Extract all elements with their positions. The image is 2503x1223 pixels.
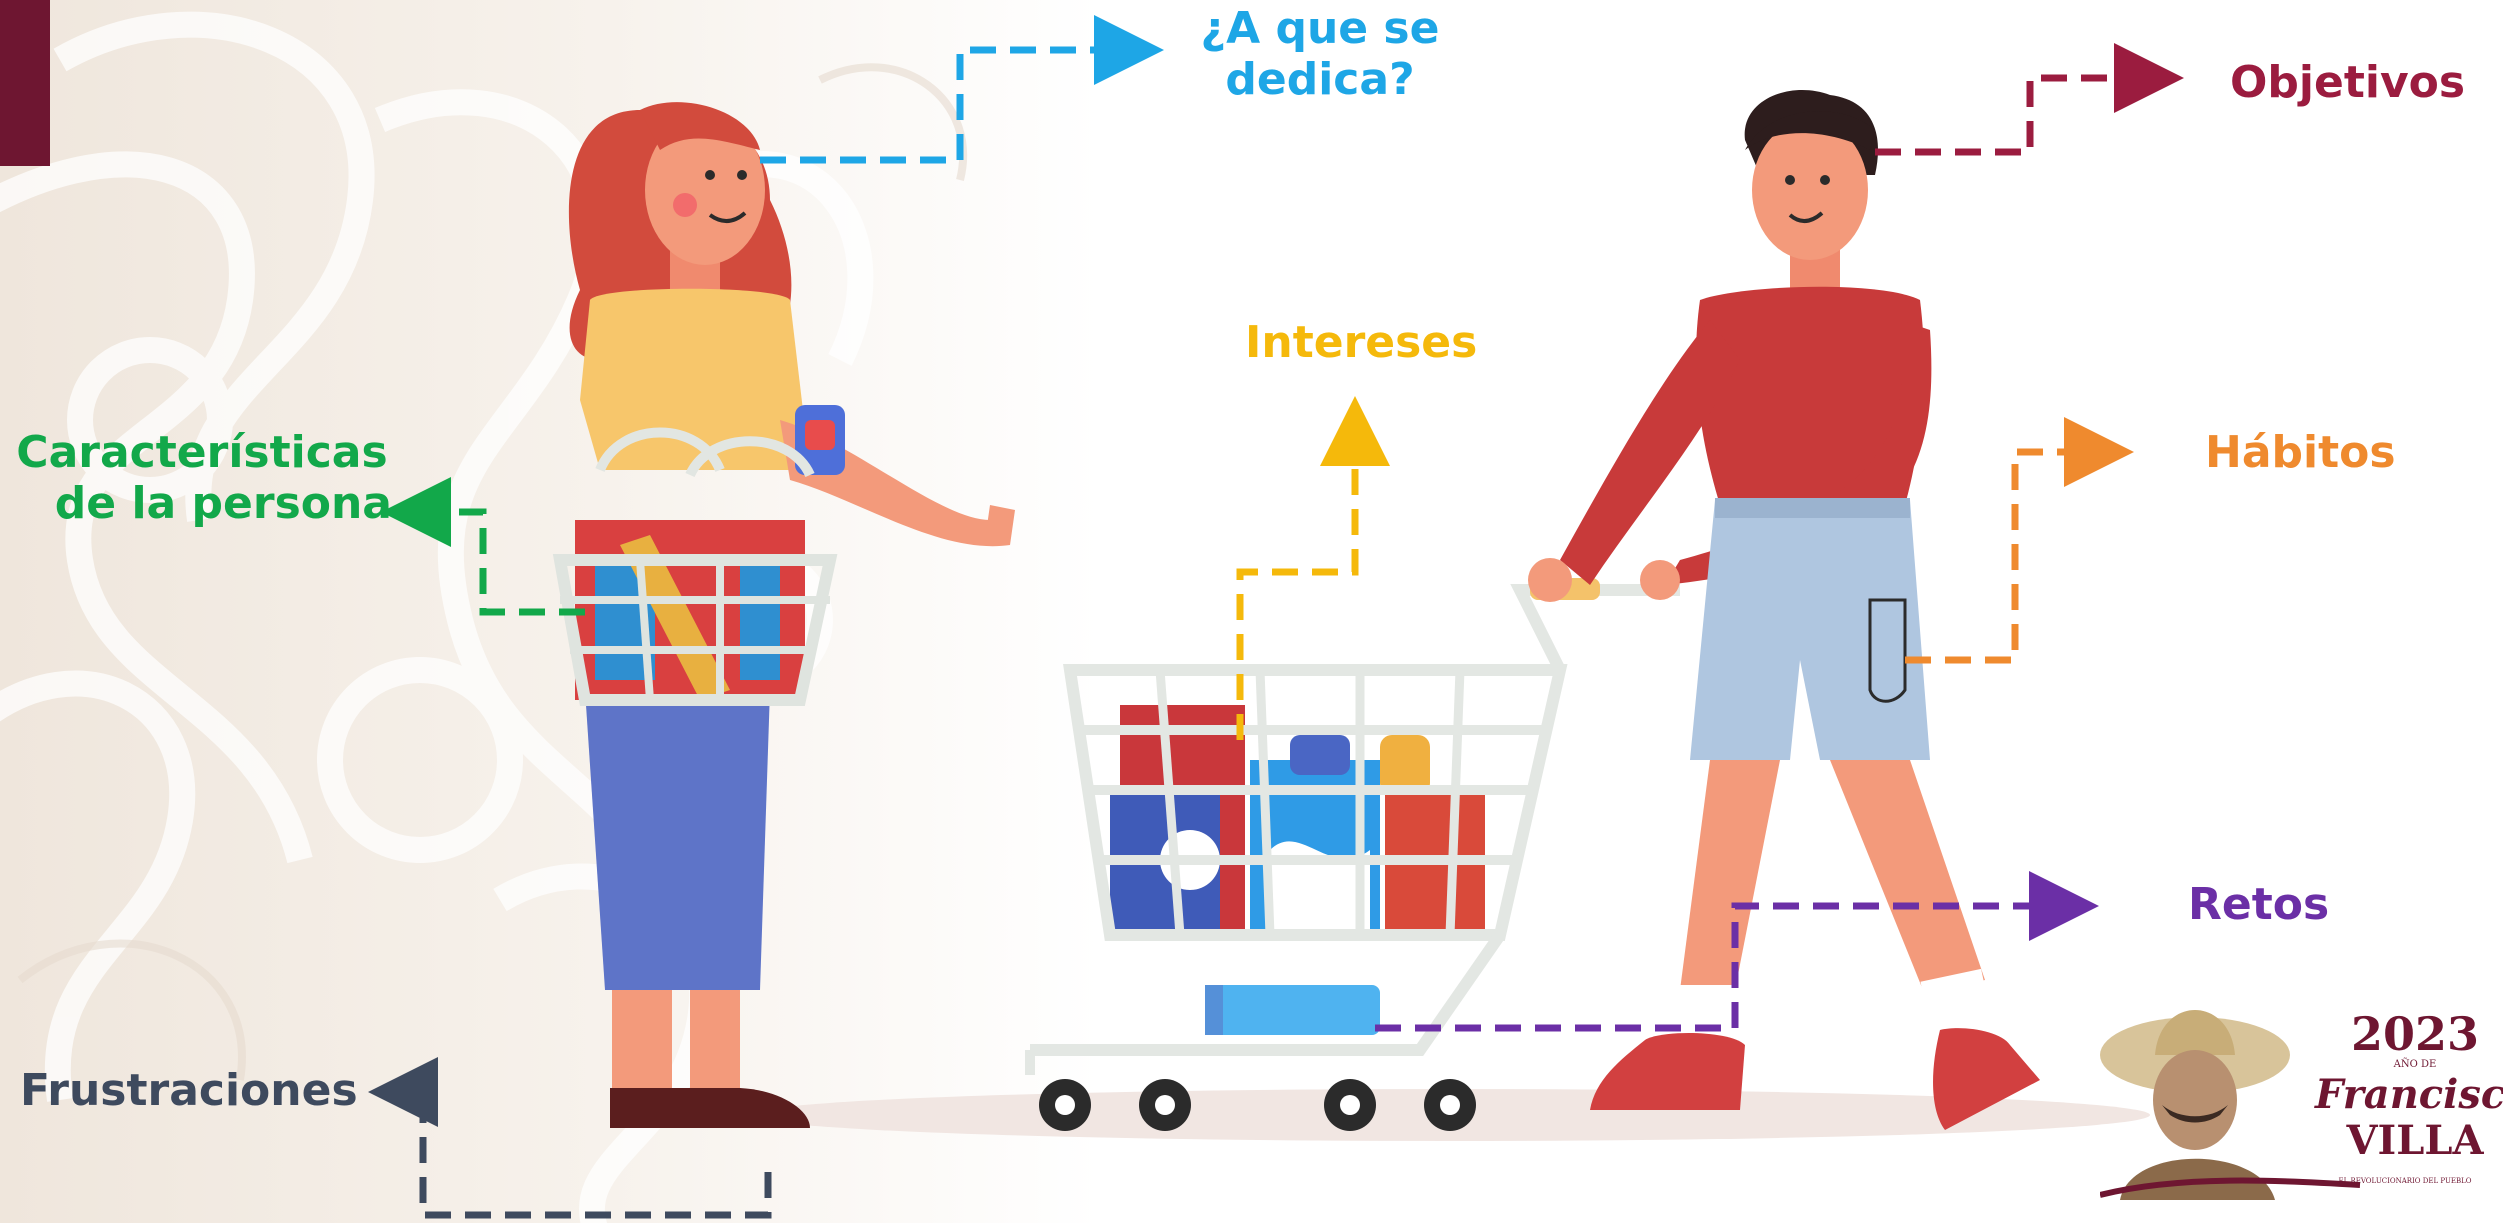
woman-illustration	[552, 102, 1015, 1128]
basket-illustration	[552, 427, 838, 706]
label-objetivos: Objetivos	[2230, 57, 2466, 108]
label-a-que-se-dedica-line1: ¿A que se	[1200, 3, 1440, 54]
man-illustration	[1528, 90, 2040, 1130]
shopping-cart-illustration	[1025, 578, 1680, 1131]
logo-ano-de: AÑO DE	[2393, 1059, 2437, 1070]
francisco-villa-logo: 2023 AÑO DE Francisco VILLA EL REVOLUCIO…	[2100, 985, 2503, 1205]
corner-accent-bar	[0, 0, 50, 166]
connector-intereses	[1236, 396, 1390, 740]
connector-frustraciones	[368, 1057, 772, 1219]
label-caracteristicas: Características de la persona	[12, 427, 392, 529]
label-a-que-se-dedica: ¿A que se dedica?	[1170, 3, 1470, 105]
connector-caracteristicas	[381, 477, 585, 616]
label-frustraciones: Frustraciones	[20, 1065, 358, 1116]
logo-name-line2: VILLA	[2346, 1117, 2484, 1164]
connector-objetivos	[1875, 43, 2184, 156]
connector-habitos	[1905, 417, 2134, 664]
label-intereses: Intereses	[1245, 317, 1478, 368]
connector-ocupacion	[760, 15, 1164, 164]
label-a-que-se-dedica-line2: dedica?	[1225, 53, 1415, 105]
label-caracteristicas-line2: de la persona	[54, 477, 392, 529]
francisco-villa-emblem-icon	[2100, 1010, 2361, 1200]
label-habitos: Hábitos	[2205, 427, 2396, 478]
label-retos: Retos	[2188, 879, 2330, 930]
connector-retos	[1375, 871, 2099, 1032]
logo-tagline: EL REVOLUCIONARIO DEL PUEBLO	[2338, 1177, 2472, 1185]
label-caracteristicas-line1: Características	[16, 427, 388, 478]
logo-year: 2023	[2350, 1007, 2480, 1061]
logo-name-line1: Francisco	[2315, 1071, 2503, 1118]
